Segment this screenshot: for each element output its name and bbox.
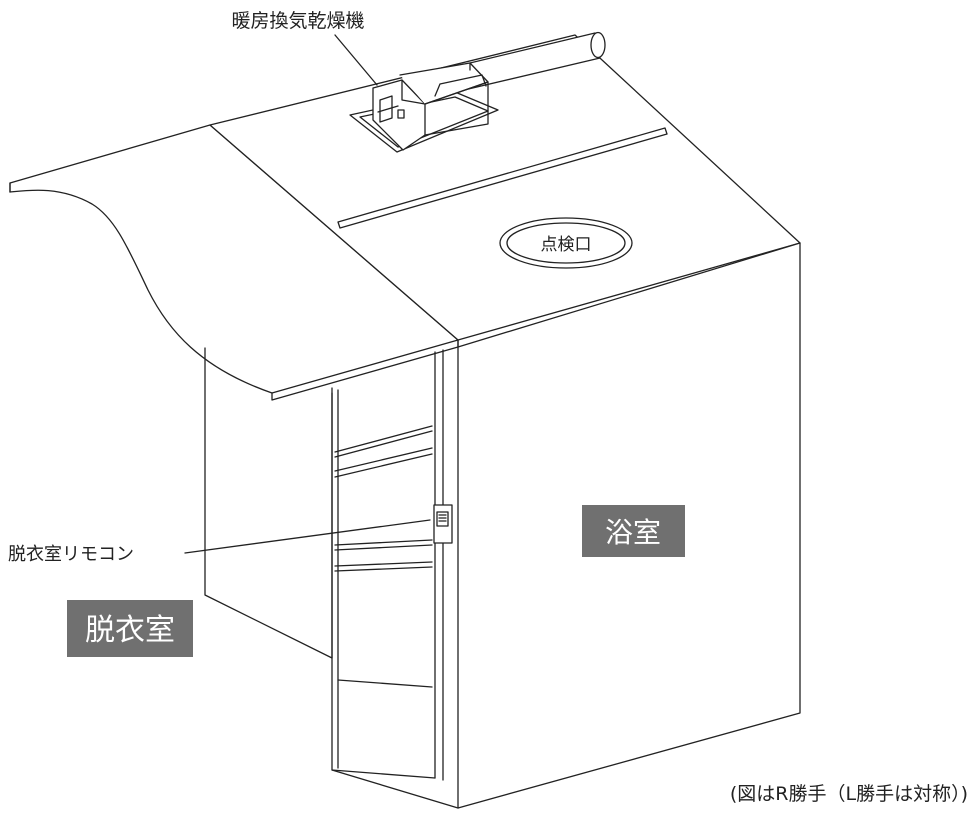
dressing-room-ceiling: [9, 124, 459, 394]
dryer-unit: [349, 62, 499, 153]
dressing-room-label: 脱衣室: [85, 613, 175, 648]
dressing-room-tag: 脱衣室: [67, 600, 193, 657]
inspection-hatch-inner: [506, 222, 626, 264]
inspection-hatch-label: 点検口: [541, 235, 592, 255]
dryer-leader-line: [334, 34, 378, 86]
dressing-room-wall: [204, 347, 333, 659]
dressing-room-remote: [433, 504, 453, 544]
orientation-note: (図はR勝手（L勝手は対称）): [730, 783, 968, 805]
bathroom-tag: 浴室: [582, 505, 685, 557]
duct-pipe-end: [590, 31, 606, 59]
remote-leader-line: [184, 519, 431, 554]
dryer-unit-label: 暖房換気乾燥機: [231, 10, 364, 32]
ceiling-strip: [337, 127, 668, 229]
remote-label: 脱衣室リモコン: [8, 544, 134, 565]
door-frame: [331, 349, 459, 809]
bathroom-label: 浴室: [605, 516, 661, 549]
